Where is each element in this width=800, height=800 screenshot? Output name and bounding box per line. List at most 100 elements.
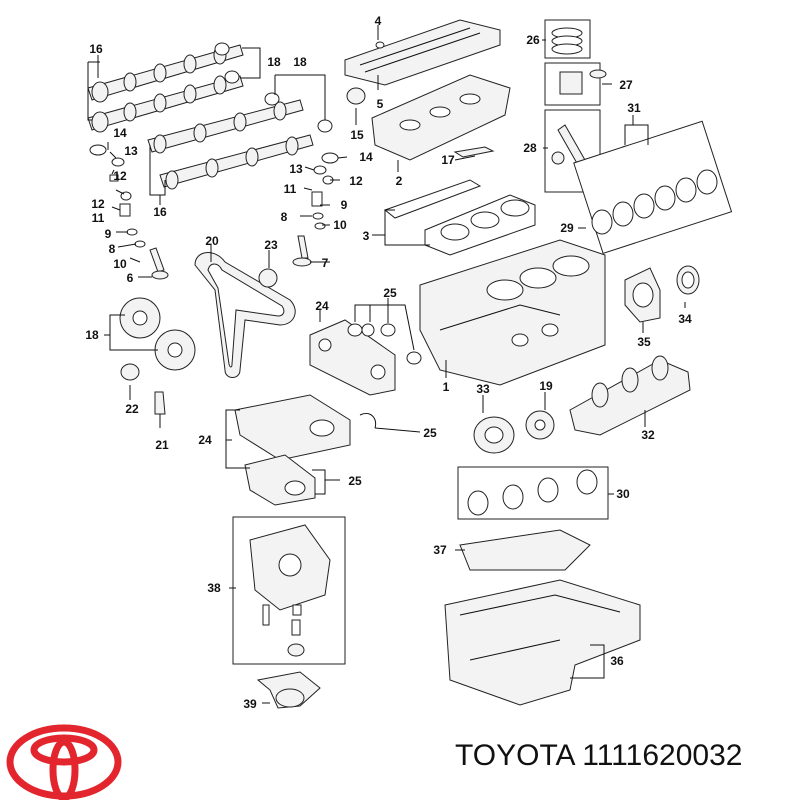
callout-4: 4 bbox=[375, 14, 382, 28]
valve-head-left bbox=[151, 270, 169, 280]
callout-9: 9 bbox=[105, 227, 112, 241]
timing-cover-upper bbox=[234, 394, 351, 461]
callout-14: 14 bbox=[113, 126, 127, 140]
cylinder-head bbox=[371, 74, 511, 161]
callout-27: 27 bbox=[619, 78, 633, 92]
callout-11: 11 bbox=[284, 182, 297, 196]
seat-center bbox=[312, 212, 324, 220]
seal-25a bbox=[347, 323, 363, 337]
timing-cover-lower bbox=[244, 454, 316, 506]
toyota-logo bbox=[6, 724, 122, 800]
callout-2: 2 bbox=[396, 174, 403, 188]
callout-7: 7 bbox=[322, 256, 329, 270]
callout-24: 24 bbox=[315, 299, 329, 313]
spring-center bbox=[311, 191, 323, 207]
callout-10: 10 bbox=[333, 218, 347, 232]
callout-30: 30 bbox=[616, 487, 630, 501]
camshaft-1 bbox=[87, 44, 244, 103]
valve-head-center bbox=[292, 257, 312, 267]
seal-25b bbox=[380, 323, 396, 337]
callout-11: 11 bbox=[92, 211, 105, 225]
callout-10: 10 bbox=[113, 257, 127, 271]
piston bbox=[559, 71, 583, 95]
keeper-left bbox=[109, 174, 119, 182]
callout-28: 28 bbox=[523, 141, 537, 155]
shim-center bbox=[313, 165, 327, 175]
callout-3: 3 bbox=[363, 229, 370, 243]
callout-22: 22 bbox=[125, 402, 139, 416]
callout-labels: 16 18 18 16 14 13 12 12 11 9 8 10 6 14 1… bbox=[85, 14, 692, 711]
callout-36: 36 bbox=[610, 654, 624, 668]
spring-left bbox=[119, 203, 131, 217]
seal-center bbox=[314, 222, 326, 230]
baffle-plate bbox=[459, 529, 591, 571]
callout-34: 34 bbox=[678, 312, 692, 326]
callout-14: 14 bbox=[359, 150, 373, 164]
intake-gasket bbox=[383, 179, 482, 219]
spark-plug-tube bbox=[453, 146, 495, 158]
callout-29: 29 bbox=[560, 221, 574, 235]
camshaft-3 bbox=[147, 99, 304, 154]
camshaft-2 bbox=[87, 75, 244, 133]
callout-23: 23 bbox=[264, 238, 278, 252]
callout-18: 18 bbox=[293, 55, 307, 69]
camshaft-seal-1 bbox=[214, 42, 230, 56]
callout-6: 6 bbox=[127, 271, 134, 285]
clip-25 bbox=[361, 323, 375, 337]
cylinder-block bbox=[419, 239, 606, 386]
callout-21: 21 bbox=[155, 438, 169, 452]
callout-18: 18 bbox=[85, 328, 99, 342]
callout-38: 38 bbox=[207, 581, 221, 595]
brand-name: TOYOTA bbox=[455, 739, 574, 772]
part-number-caption: TOYOTA 1111620032 bbox=[455, 739, 742, 773]
leader-lines bbox=[87, 25, 686, 704]
callout-31: 31 bbox=[627, 101, 641, 115]
callout-13: 13 bbox=[289, 162, 303, 176]
callout-20: 20 bbox=[205, 234, 219, 248]
callout-12: 12 bbox=[91, 197, 105, 211]
valve-center bbox=[297, 235, 309, 259]
camshaft-4 bbox=[159, 134, 314, 190]
shim-left bbox=[111, 157, 125, 167]
callout-35: 35 bbox=[637, 335, 651, 349]
oil-pan bbox=[444, 579, 641, 706]
callout-8: 8 bbox=[109, 242, 116, 256]
callout-9: 9 bbox=[341, 198, 348, 212]
part-number: 1111620032 bbox=[582, 739, 743, 772]
camshaft-seal-2 bbox=[224, 70, 240, 84]
seat-left bbox=[126, 228, 138, 236]
callout-16: 16 bbox=[89, 42, 103, 56]
tensioner bbox=[154, 391, 166, 415]
callout-5: 5 bbox=[377, 97, 384, 111]
lifter-center bbox=[321, 152, 339, 164]
callout-32: 32 bbox=[641, 428, 655, 442]
seal-left bbox=[134, 240, 146, 248]
main-bearing-box bbox=[573, 120, 733, 254]
callout-15: 15 bbox=[350, 128, 364, 142]
callout-39: 39 bbox=[243, 697, 257, 711]
callout-25: 25 bbox=[423, 426, 437, 440]
callout-16: 16 bbox=[153, 205, 167, 219]
callout-17: 17 bbox=[441, 153, 455, 167]
callout-33: 33 bbox=[476, 382, 490, 396]
logo-inner-horizontal bbox=[30, 734, 98, 766]
camshaft-seal-3 bbox=[264, 92, 280, 106]
callout-8: 8 bbox=[281, 210, 288, 224]
idler-pulley bbox=[258, 268, 278, 288]
valve-left bbox=[149, 247, 165, 273]
callout-26: 26 bbox=[526, 33, 540, 47]
callout-13: 13 bbox=[124, 144, 138, 158]
callout-25: 25 bbox=[383, 286, 397, 300]
tensioner-pulley bbox=[120, 363, 140, 381]
callout-37: 37 bbox=[433, 543, 447, 557]
callout-25: 25 bbox=[348, 474, 362, 488]
camshaft-seal-4 bbox=[317, 119, 333, 133]
logo-inner-vertical bbox=[49, 738, 79, 800]
oil-filler-seal bbox=[346, 87, 366, 105]
callout-18: 18 bbox=[267, 55, 281, 69]
seal-25c bbox=[406, 351, 422, 365]
lifter-left bbox=[89, 144, 107, 156]
callout-12: 12 bbox=[349, 174, 363, 188]
